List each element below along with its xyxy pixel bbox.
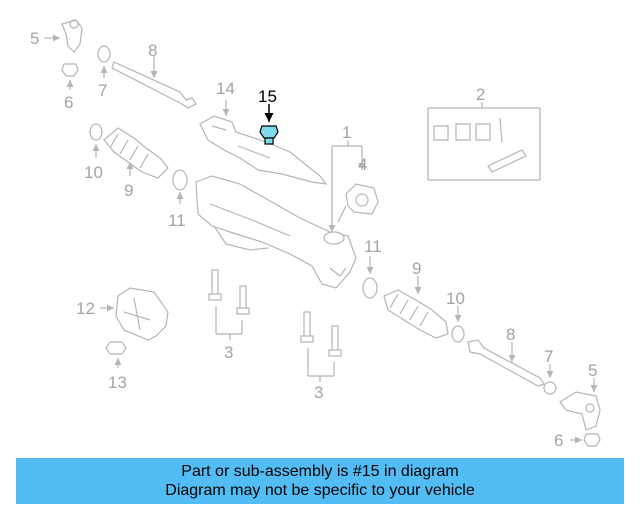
callout-15: 15: [258, 87, 277, 106]
part-6-nut-right[interactable]: [583, 433, 601, 447]
callout-5-left: 5: [30, 29, 39, 48]
callout-14: 14: [216, 79, 235, 98]
callout-3-upper: 3: [224, 343, 233, 362]
part-7-ring-left[interactable]: [97, 45, 111, 63]
callout-7-right: 7: [544, 347, 553, 366]
callout-7-left: 7: [98, 81, 107, 100]
part-14-heat-shield[interactable]: [199, 115, 328, 185]
callout-5-right: 5: [588, 361, 597, 380]
callout-8-right: 8: [506, 325, 515, 344]
parts-diagram: 5 6 7 8 14 15 2 1: [30, 19, 601, 450]
callout-12: 12: [76, 299, 95, 318]
part-11-ring-right[interactable]: [362, 277, 378, 299]
callout-13: 13: [108, 373, 127, 392]
part-7-ring-right[interactable]: [543, 381, 557, 395]
part-5-tie-rod-end-left[interactable]: [61, 19, 83, 53]
part-15-bolt-highlighted[interactable]: [259, 125, 279, 145]
info-banner: Part or sub-assembly is #15 in diagram D…: [16, 458, 624, 504]
part-3-bolts-upper[interactable]: [208, 269, 250, 315]
part-2-repair-kit[interactable]: [427, 107, 541, 181]
callout-11-left: 11: [168, 211, 186, 230]
callout-6-left: 6: [64, 93, 73, 112]
part-5-tie-rod-end-right[interactable]: [559, 391, 601, 431]
callout-6-right: 6: [554, 431, 563, 450]
callout-1: 1: [342, 123, 351, 142]
part-4-mount-bushing[interactable]: [345, 183, 379, 215]
part-6-nut-left[interactable]: [61, 63, 79, 77]
part-8-inner-tie-rod-right[interactable]: [467, 339, 545, 387]
callout-2: 2: [476, 85, 485, 104]
callout-11-right: 11: [364, 237, 382, 256]
banner-line-2: Diagram may not be specific to your vehi…: [165, 482, 475, 499]
part-3-bolts-lower[interactable]: [300, 311, 342, 357]
callout-8-left: 8: [148, 41, 157, 60]
part-13-nut[interactable]: [105, 341, 127, 355]
callout-9-right: 9: [412, 259, 421, 278]
callout-10-left: 10: [84, 163, 103, 182]
part-11-ring-left[interactable]: [172, 169, 188, 191]
part-9-boot-right[interactable]: [383, 289, 449, 339]
callout-10-right: 10: [446, 289, 465, 308]
callout-4: 4: [358, 155, 367, 174]
callout-3-lower: 3: [314, 383, 323, 402]
part-10-clamp-right[interactable]: [451, 325, 465, 343]
part-8-inner-tie-rod-left[interactable]: [111, 61, 197, 109]
part-9-boot-left[interactable]: [103, 127, 169, 179]
part-12-cover[interactable]: [115, 287, 169, 341]
callout-9-left: 9: [124, 181, 133, 200]
banner-line-1: Part or sub-assembly is #15 in diagram: [181, 463, 459, 480]
part-10-clamp-left[interactable]: [89, 123, 103, 141]
